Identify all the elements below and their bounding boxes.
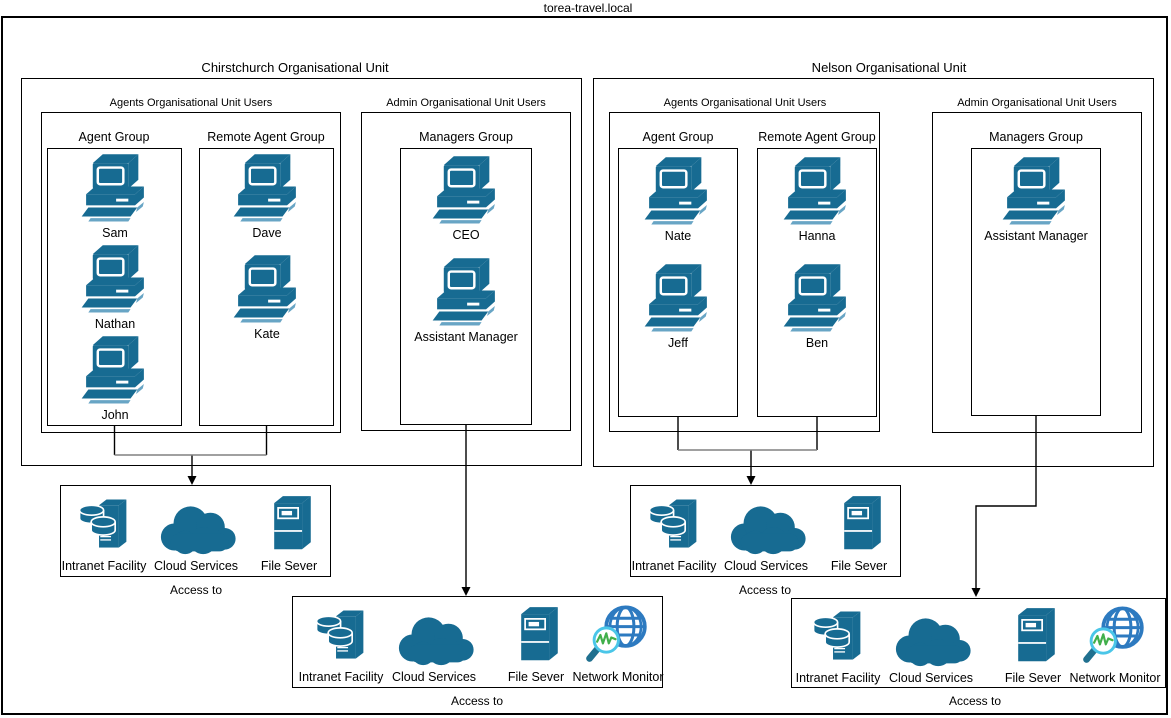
nl-admin-users-box[interactable] [932, 112, 1142, 433]
workstation-node-sam[interactable]: Sam [40, 152, 190, 240]
computer-icon [428, 154, 504, 224]
cc-agents-users-label: Agents Organisational Unit Users [109, 97, 273, 109]
nl-managers-access-box[interactable] [791, 598, 1166, 688]
diagram-title: torea-travel.local [543, 1, 633, 15]
workstation-node-assistant-manager-cc[interactable]: Assistant Manager [391, 256, 541, 344]
cc-managers-access-box[interactable] [292, 596, 663, 688]
service-label: Intranet Facility [61, 559, 147, 573]
intranet-facility-icon[interactable] [310, 608, 372, 666]
cloud-services-icon[interactable] [149, 501, 243, 555]
nl-agents-users-box[interactable] [609, 112, 880, 432]
file-server-icon[interactable] [1006, 605, 1060, 667]
service-label: Network Monitor [572, 670, 664, 684]
network-monitor-icon[interactable] [585, 604, 651, 666]
service-label: Intranet Facility [631, 559, 717, 573]
service-label: Cloud Services [153, 559, 239, 573]
workstation-node-hanna[interactable]: Hanna [742, 155, 892, 243]
cc-remote-agent-group-title: Remote Agent Group [207, 130, 325, 144]
file-server-icon[interactable] [832, 493, 886, 555]
nl-agents-access-box[interactable] [630, 485, 901, 577]
service-label: Cloud Services [888, 671, 974, 685]
workstation-label: John [101, 408, 129, 422]
nl-agent-group-box[interactable] [618, 148, 738, 417]
intranet-facility-icon[interactable] [73, 497, 135, 555]
computer-icon [77, 243, 153, 313]
nelson-ou-title: Nelson Organisational Unit [811, 60, 967, 75]
nl-agents-users-label: Agents Organisational Unit Users [663, 97, 827, 109]
christchurch-ou-title: Chirstchurch Organisational Unit [201, 60, 389, 75]
nl-managers-group-title: Managers Group [989, 130, 1083, 144]
file-server-icon[interactable] [509, 604, 563, 666]
workstation-node-nathan[interactable]: Nathan [40, 243, 190, 331]
access-to-label: Access to [169, 583, 223, 597]
computer-icon [998, 155, 1074, 225]
cc-remote-agent-group-box[interactable] [199, 148, 334, 426]
workstation-label: Hanna [798, 229, 836, 243]
cc-managers-group-title: Managers Group [419, 130, 513, 144]
service-label: File Sever [1004, 671, 1062, 685]
workstation-node-ceo[interactable]: CEO [391, 154, 541, 242]
service-label: Intranet Facility [298, 670, 384, 684]
cc-agent-group-title: Agent Group [78, 130, 150, 144]
workstation-node-assistant-manager-nl[interactable]: Assistant Manager [961, 155, 1111, 243]
service-label: Cloud Services [391, 670, 477, 684]
workstation-node-dave[interactable]: Dave [192, 152, 342, 240]
access-to-label: Access to [948, 694, 1002, 708]
service-label: Cloud Services [723, 559, 809, 573]
cc-admin-users-label: Admin Organisational Unit Users [386, 97, 546, 109]
workstation-label: Dave [252, 226, 282, 240]
computer-icon [229, 152, 305, 222]
computer-icon [428, 256, 504, 326]
network-monitor-icon[interactable] [1082, 605, 1148, 667]
cc-managers-group-box[interactable] [400, 148, 532, 425]
workstation-node-nate[interactable]: Nate [603, 155, 753, 243]
computer-icon [229, 253, 305, 323]
service-label: Intranet Facility [795, 671, 881, 685]
computer-icon [640, 262, 716, 332]
workstation-label: Assistant Manager [414, 330, 518, 344]
workstation-node-jeff[interactable]: Jeff [603, 262, 753, 350]
intranet-facility-icon[interactable] [643, 497, 705, 555]
computer-icon [640, 155, 716, 225]
workstation-label: Jeff [668, 336, 688, 350]
nl-remote-agent-group-title: Remote Agent Group [758, 130, 876, 144]
file-server-icon[interactable] [262, 493, 316, 555]
nelson-ou-box[interactable] [593, 78, 1154, 467]
workstation-label: Assistant Manager [984, 229, 1088, 243]
workstation-label: Sam [102, 226, 128, 240]
workstation-label: CEO [452, 228, 480, 242]
domain-boundary-box[interactable] [1, 16, 1168, 715]
intranet-facility-icon[interactable] [807, 609, 869, 667]
computer-icon [77, 152, 153, 222]
computer-icon [779, 262, 855, 332]
service-label: File Sever [260, 559, 318, 573]
cloud-services-icon[interactable] [387, 612, 481, 666]
workstation-node-john[interactable]: John [40, 334, 190, 422]
nl-admin-users-label: Admin Organisational Unit Users [957, 97, 1117, 109]
workstation-node-kate[interactable]: Kate [192, 253, 342, 341]
workstation-label: Nathan [94, 317, 136, 331]
computer-icon [779, 155, 855, 225]
service-label: File Sever [830, 559, 888, 573]
cc-agent-group-box[interactable] [47, 148, 182, 426]
nl-remote-agent-group-box[interactable] [757, 148, 877, 417]
workstation-node-ben[interactable]: Ben [742, 262, 892, 350]
access-to-label: Access to [450, 694, 504, 708]
nl-agent-group-title: Agent Group [642, 130, 714, 144]
workstation-label: Ben [805, 336, 829, 350]
nl-managers-group-box[interactable] [971, 148, 1101, 416]
christchurch-ou-box[interactable] [21, 78, 582, 466]
computer-icon [77, 334, 153, 404]
service-label: Network Monitor [1069, 671, 1161, 685]
service-label: File Sever [507, 670, 565, 684]
workstation-label: Nate [664, 229, 692, 243]
cloud-services-icon[interactable] [884, 613, 978, 667]
workstation-label: Kate [254, 327, 280, 341]
access-to-label: Access to [738, 583, 792, 597]
cc-agents-users-box[interactable] [41, 112, 341, 433]
cloud-services-icon[interactable] [719, 501, 813, 555]
cc-agents-access-box[interactable] [60, 485, 331, 577]
